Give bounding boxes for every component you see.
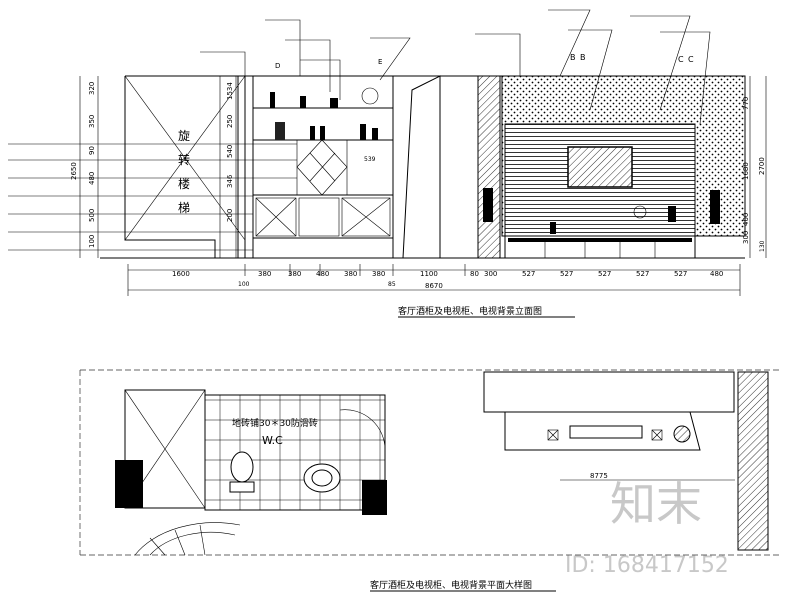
tv-screen <box>567 146 633 188</box>
tv-plan <box>569 425 643 439</box>
watermark-logo: 知末 <box>610 477 702 531</box>
dim-left-540: 540 <box>226 145 234 158</box>
elevation-view: 旋 转 楼 梯 <box>8 9 767 318</box>
dim-left-90: 90 <box>88 146 96 155</box>
dim-bottom-300: 300 <box>484 270 497 278</box>
wall-column-left <box>115 460 143 508</box>
tag-d: D <box>275 62 280 70</box>
tag-e: E <box>378 58 382 66</box>
tag-c2: C <box>688 55 694 64</box>
dim-left-100: 100 <box>88 235 96 248</box>
dim-539: 539 <box>364 156 376 163</box>
toilet-icon <box>230 451 254 483</box>
dim-bottom-527a: 527 <box>522 270 535 278</box>
dim-right-770: 770 <box>742 97 750 110</box>
dim-right-400: 400 <box>742 213 750 226</box>
dim-bottom-8670: 8670 <box>425 282 443 290</box>
dim-bottom-480: 480 <box>316 270 329 278</box>
dim-left-500: 500 <box>88 209 96 222</box>
left-dimension-chain <box>79 76 237 258</box>
stair-opening <box>124 75 246 259</box>
plan-wall-band <box>483 371 735 413</box>
dim-bottom-380c: 380 <box>344 270 357 278</box>
dim-bottom-1600: 1600 <box>172 270 190 278</box>
stair-label-1: 旋 <box>178 129 190 143</box>
side-wall <box>402 75 441 259</box>
dim-left-350: 350 <box>88 115 96 128</box>
tag-b2: B <box>580 53 586 62</box>
plan-title: 客厅酒柜及电视柜、电视背景平面大样图 <box>370 579 532 591</box>
dim-bottom-1100: 1100 <box>420 270 438 278</box>
cabinet-box-left <box>547 429 559 441</box>
plan-dim-8775: 8775 <box>590 472 608 480</box>
plan-view: 地砖铺30＊30防滑砖 W.C 8775 客厅酒柜及电视柜、电视背景平面大样图 <box>79 369 780 592</box>
dim-left-480: 480 <box>88 172 96 185</box>
wc-label: W.C <box>262 434 283 447</box>
dim-right-130: 130 <box>759 240 766 252</box>
dim-bottom-527b: 527 <box>560 270 573 278</box>
dim-right-1680: 1680 <box>742 162 750 180</box>
dim-bottom-527e: 527 <box>674 270 687 278</box>
tv-cabinet-plan <box>504 411 701 451</box>
dim-left-600: 200 <box>226 209 234 222</box>
spiral-stair <box>134 522 241 556</box>
dim-left-1534: 1534 <box>226 82 234 100</box>
dim-bottom-85: 85 <box>388 281 396 288</box>
bottom-dimension-chain <box>127 264 741 296</box>
dim-bottom-100: 100 <box>238 281 250 288</box>
wine-cabinet <box>252 75 394 259</box>
tag-b1: B <box>570 53 576 62</box>
dim-left-320: 320 <box>88 82 96 95</box>
cabinet-box-right <box>651 429 663 441</box>
stair-label-3: 楼 <box>178 176 190 191</box>
dim-bottom-380a: 380 <box>258 270 271 278</box>
dim-right-2700: 2700 <box>758 157 766 175</box>
dim-bottom-80: 80 <box>470 270 479 278</box>
tile-label: 地砖铺30＊30防滑砖 <box>232 417 318 429</box>
elevation-title: 客厅酒柜及电视柜、电视背景立面图 <box>398 305 542 317</box>
plant-icon <box>673 425 691 443</box>
tag-c1: C <box>678 55 684 64</box>
wc-tile-floor <box>204 394 386 511</box>
tv-background-wall <box>477 75 746 259</box>
dim-bottom-480b: 480 <box>710 270 723 278</box>
dim-left-346: 346 <box>226 174 234 188</box>
door-swing <box>339 409 386 451</box>
dim-bottom-527c: 527 <box>598 270 611 278</box>
stair-label-2: 转 <box>178 152 190 167</box>
dim-bottom-380b: 380 <box>288 270 301 278</box>
dim-right-300: 300 <box>742 231 750 244</box>
right-dimension-chain <box>749 76 767 258</box>
leader-lines <box>8 9 711 251</box>
dim-left-250: 250 <box>226 115 234 128</box>
plan-side-column <box>737 371 769 551</box>
dim-left-2650: 2650 <box>70 162 78 180</box>
stair-label-4: 梯 <box>178 201 190 215</box>
watermark-id: ID: 168417152 <box>565 553 729 578</box>
dim-bottom-527d: 527 <box>636 270 649 278</box>
dim-bottom-380d: 380 <box>372 270 385 278</box>
wall-column-right <box>362 480 387 515</box>
